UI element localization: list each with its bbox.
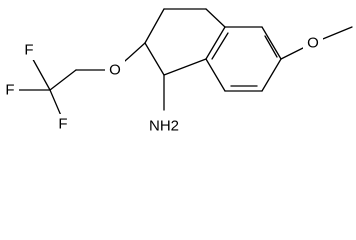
fluorine-left-atom: F <box>2 80 19 100</box>
bond-inner-c8a-c4a <box>211 32 229 60</box>
bonds <box>17 8 353 119</box>
bond-c2-c1 <box>144 42 165 76</box>
bond-ch2-cf3 <box>49 69 77 91</box>
atom-labels: O O NH2 F F F <box>2 32 323 136</box>
ether-oxygen-atom: O <box>105 59 125 81</box>
fluorine-top-atom: F <box>21 40 38 60</box>
amine-group-atom: NH2 <box>148 116 180 136</box>
bond-c1-c8a <box>163 58 207 76</box>
svg-text:F: F <box>5 82 14 99</box>
svg-text:NH2: NH2 <box>149 118 179 135</box>
svg-text:F: F <box>58 116 67 133</box>
bond-c5-c6 <box>261 26 282 60</box>
bond-c8a-c4a <box>205 26 226 60</box>
bond-c4a-c4 <box>205 8 226 28</box>
methoxy-oxygen-atom: O <box>303 32 323 54</box>
svg-text:O: O <box>307 35 319 52</box>
bond-c6-c7 <box>261 58 282 92</box>
bond-c8-c8a <box>205 58 226 92</box>
bond-c3-c2 <box>144 8 165 44</box>
svg-text:O: O <box>109 62 121 79</box>
fluorine-bottom-atom: F <box>55 114 72 134</box>
molecule-diagram: O O NH2 F F F <box>2 8 353 136</box>
bond-inner-c5-c6 <box>264 35 278 58</box>
svg-text:F: F <box>24 42 33 59</box>
bond-cf3-f-bottom <box>49 89 63 119</box>
